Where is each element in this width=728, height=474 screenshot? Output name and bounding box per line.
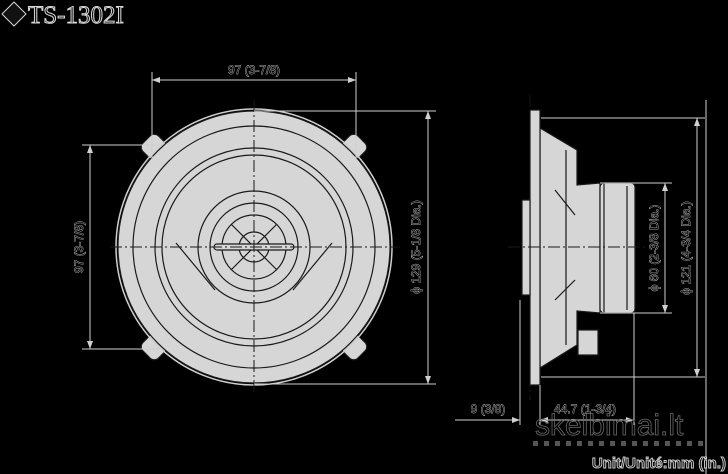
- front-view: [110, 100, 400, 395]
- side-dimensions: ϕ 60 (2-3/8 Dia.) ϕ 121 (4-3/4 Dia.) 9 (…: [455, 100, 707, 474]
- title-block: TS-1302I: [1, 1, 124, 30]
- mount-height-label: 9 (3/8): [471, 402, 506, 416]
- front-dimensions: 97 (3-7/8) 97 (3-7/8) ϕ 129 (5-1/8 Dia.): [72, 63, 436, 385]
- terminal: [577, 329, 599, 356]
- model-title: TS-1302I: [28, 2, 124, 29]
- magnet: [599, 182, 636, 314]
- outer-diameter-label: ϕ 129 (5-1/8 Dia.): [409, 200, 423, 293]
- cutout-diameter-label: ϕ 121 (4-3/4 Dia.): [679, 201, 693, 294]
- diamond-icon: [1, 1, 27, 27]
- magnet-diameter-label: ϕ 60 (2-3/8 Dia.): [647, 205, 661, 292]
- watermark: skelbimai.lt: [533, 409, 703, 446]
- tweeter-arms: [175, 242, 333, 291]
- watermark-text: skelbimai.lt: [535, 409, 684, 442]
- front-height-label: 97 (3-7/8): [72, 221, 86, 273]
- unit-label: Unit/Unité:mm (in.): [592, 455, 726, 472]
- mount-depth-label: 44.7 (1-3/4): [554, 402, 616, 416]
- front-width-label: 97 (3-7/8): [228, 63, 280, 77]
- side-view: [508, 95, 645, 400]
